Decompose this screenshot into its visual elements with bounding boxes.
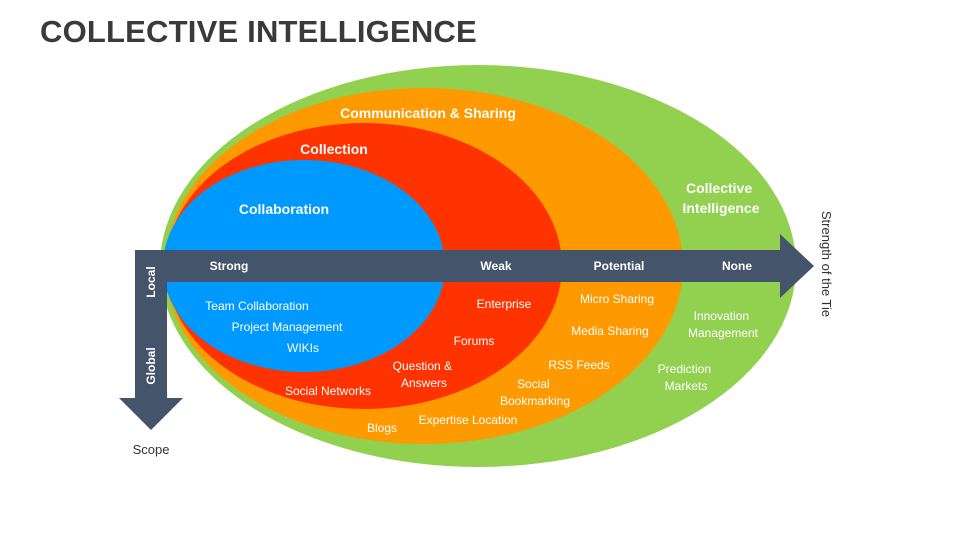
item-social-networks: Social Networks: [285, 384, 371, 398]
tick-potential: Potential: [594, 259, 645, 273]
item-project-management: Project Management: [232, 320, 343, 334]
item-rss-feeds: RSS Feeds: [548, 358, 609, 372]
tick-none: None: [722, 259, 752, 273]
scope-axis-title: Scope: [133, 442, 170, 457]
item-media-sharing: Media Sharing: [571, 324, 648, 338]
ring-label-collaboration: Collaboration: [239, 201, 329, 217]
ring-label-collection: Collection: [300, 141, 368, 157]
strength-axis-title: Strength of the Tie: [819, 211, 834, 317]
item-social-bookmarking: Social Bookmarking: [500, 377, 570, 408]
page-title: COLLECTIVE INTELLIGENCE: [40, 14, 477, 49]
tick-strong: Strong: [210, 259, 249, 273]
item-innovation-management: Innovation Management: [688, 309, 759, 340]
scope-axis-arrow: [119, 250, 183, 430]
tick-weak: Weak: [480, 259, 511, 273]
item-team-collaboration: Team Collaboration: [205, 299, 308, 313]
item-wikis: WIKIs: [287, 341, 319, 355]
item-question-answers: Question & Answers: [393, 359, 456, 390]
item-micro-sharing: Micro Sharing: [580, 292, 654, 306]
item-blogs: Blogs: [367, 421, 397, 435]
ring-label-communication-sharing: Communication & Sharing: [340, 105, 516, 121]
tick-local: Local: [144, 266, 158, 297]
item-enterprise: Enterprise: [477, 297, 532, 311]
item-forums: Forums: [454, 334, 495, 348]
strength-axis-arrow: [135, 234, 814, 298]
item-expertise-location: Expertise Location: [419, 413, 518, 427]
item-prediction-markets: Prediction Markets: [658, 362, 715, 393]
tick-global: Global: [144, 347, 158, 384]
ring-label-collective-intelligence: Collective Intelligence: [682, 180, 759, 216]
